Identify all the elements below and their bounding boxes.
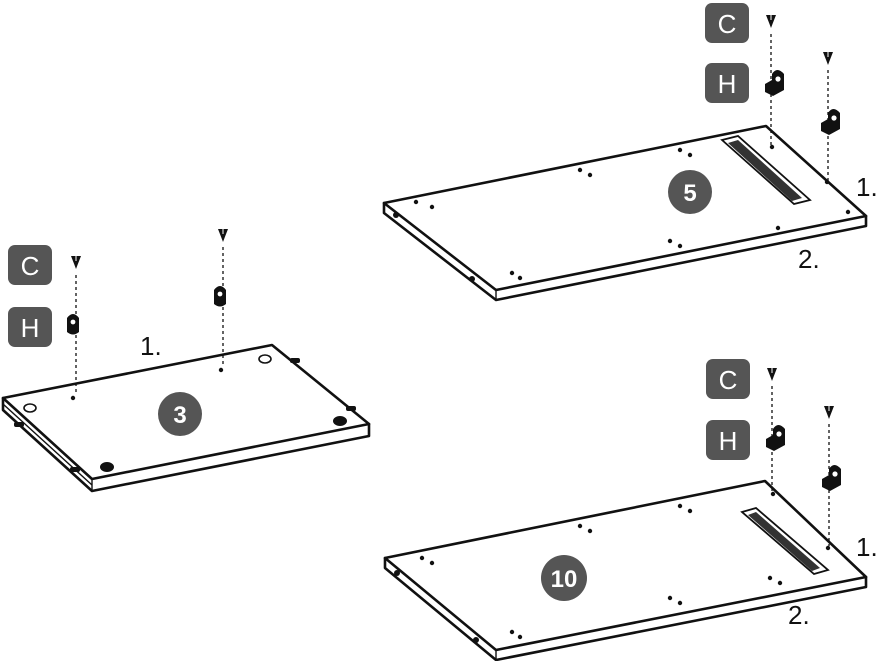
panel-3-group: C H 3 1.	[1, 228, 371, 493]
corner-bracket-icon	[214, 286, 226, 307]
corner-bracket-icon	[822, 465, 841, 491]
svg-text:C: C	[718, 9, 737, 39]
step-label: 2.	[788, 600, 810, 630]
svg-text:3: 3	[173, 402, 186, 429]
step-label: 1.	[140, 331, 162, 361]
part-label-h: H	[706, 420, 750, 460]
step-label: 1.	[856, 172, 878, 202]
panel-number-badge: 5	[668, 170, 712, 214]
panel-5-board	[382, 124, 868, 302]
panel-10-group: C H 10 1. 2.	[383, 359, 878, 662]
cam-screw-icon	[70, 255, 82, 270]
cam-screw-icon	[765, 14, 777, 29]
panel-3-board	[1, 343, 371, 493]
cam-screw-icon	[822, 51, 834, 66]
corner-bracket-icon	[821, 109, 840, 135]
cam-screw-icon	[823, 405, 835, 420]
panel-number-badge: 10	[541, 555, 587, 601]
step-label: 2.	[798, 244, 820, 274]
part-label-c: C	[8, 245, 52, 285]
corner-bracket-icon	[765, 70, 784, 96]
panel-number-badge: 3	[158, 392, 202, 436]
svg-text:5: 5	[683, 180, 696, 207]
cam-screw-icon	[766, 367, 778, 382]
svg-text:10: 10	[551, 566, 578, 593]
part-label-c: C	[705, 3, 749, 43]
cam-screw-icon	[217, 228, 229, 243]
part-label-h: H	[8, 307, 52, 347]
svg-text:H: H	[718, 69, 737, 99]
svg-text:H: H	[21, 313, 40, 343]
svg-text:H: H	[719, 426, 738, 456]
svg-text:C: C	[719, 365, 738, 395]
panel-5-group: C H 5 1. 2.	[382, 3, 878, 302]
step-label: 1.	[856, 532, 878, 562]
panel-10-board	[383, 479, 868, 662]
svg-text:C: C	[21, 251, 40, 281]
part-label-c: C	[706, 359, 750, 399]
part-label-h: H	[705, 63, 749, 103]
corner-bracket-icon	[67, 314, 79, 335]
corner-bracket-icon	[766, 425, 785, 451]
